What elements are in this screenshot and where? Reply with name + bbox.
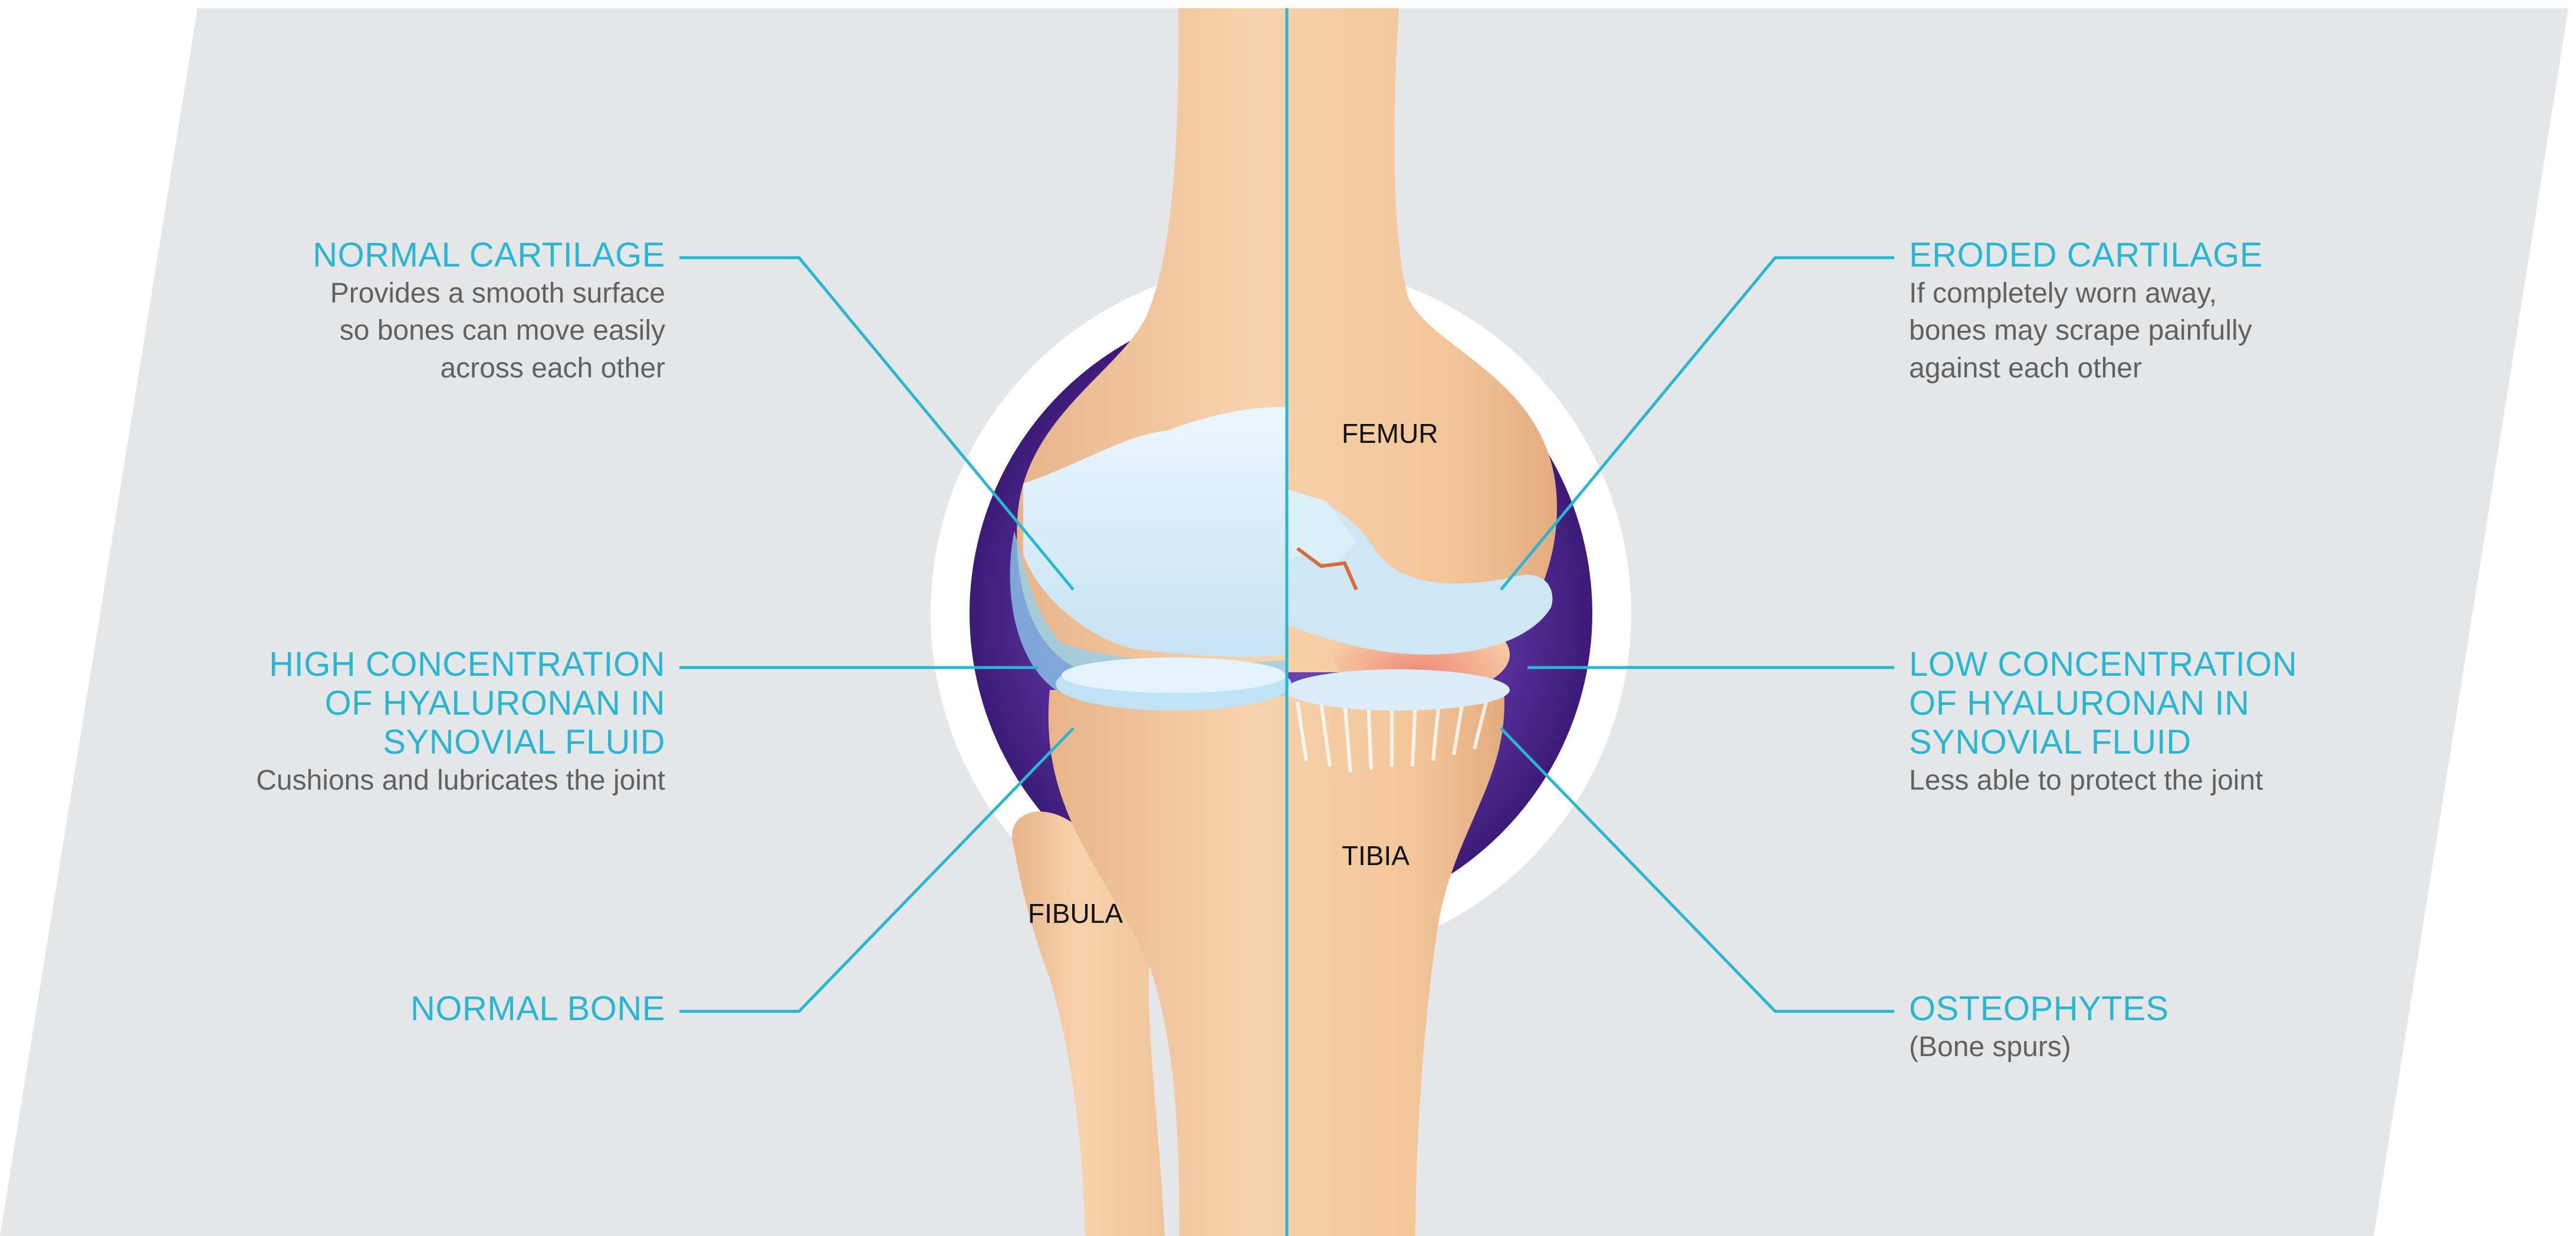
normal-cartilage-desc-line: Provides a smooth surface [134,275,665,312]
low-concentration-title-line: LOW CONCENTRATION [1909,645,2499,684]
eroded-cartilage-title: ERODED CARTILAGE [1909,236,2440,275]
low-concentration-title-line: SYNOVIAL FLUID [1909,723,2499,762]
fibula-label: FIBULA [1028,898,1123,929]
low-concentration-desc: Less able to protect the joint [1909,762,2499,799]
normal-bone-callout: NORMAL BONE [134,990,665,1028]
low-concentration-title-line: OF HYALURONAN IN [1909,684,2499,723]
low-concentration-callout: LOW CONCENTRATION OF HYALURONAN IN SYNOV… [1909,645,2499,800]
normal-cartilage-callout: NORMAL CARTILAGE Provides a smooth surfa… [134,236,665,387]
osteophytes-title: OSTEOPHYTES [1909,990,2440,1028]
osteophytes-desc: (Bone spurs) [1909,1028,2440,1066]
tibial-cartilage-left-top [1062,658,1286,693]
high-concentration-title-line: SYNOVIAL FLUID [75,723,665,762]
high-concentration-title-line: HIGH CONCENTRATION [75,645,665,684]
eroded-cartilage-desc-line: against each other [1909,350,2440,387]
high-concentration-title: HIGH CONCENTRATION OF HYALURONAN IN SYNO… [75,645,665,762]
osteophytes-callout: OSTEOPHYTES (Bone spurs) [1909,990,2440,1066]
femur-label: FEMUR [1342,418,1438,449]
normal-bone-title: NORMAL BONE [134,990,665,1028]
normal-cartilage-title: NORMAL CARTILAGE [134,236,665,275]
tibia-label: TIBIA [1342,840,1409,872]
high-concentration-callout: HIGH CONCENTRATION OF HYALURONAN IN SYNO… [75,645,665,800]
normal-cartilage-desc-line: across each other [134,350,665,387]
low-concentration-title: LOW CONCENTRATION OF HYALURONAN IN SYNOV… [1909,645,2499,762]
high-concentration-title-line: OF HYALURONAN IN [75,684,665,723]
high-concentration-desc: Cushions and lubricates the joint [75,762,665,799]
tibial-cartilage-right [1286,669,1510,711]
eroded-cartilage-callout: ERODED CARTILAGE If completely worn away… [1909,236,2440,387]
eroded-cartilage-desc-line: bones may scrape painfully [1909,312,2440,349]
eroded-cartilage-desc-line: If completely worn away, [1909,275,2440,312]
normal-cartilage-desc-line: so bones can move easily [134,312,665,349]
eroded-cartilage-desc: If completely worn away, bones may scrap… [1909,275,2440,387]
normal-cartilage-desc: Provides a smooth surface so bones can m… [134,275,665,387]
